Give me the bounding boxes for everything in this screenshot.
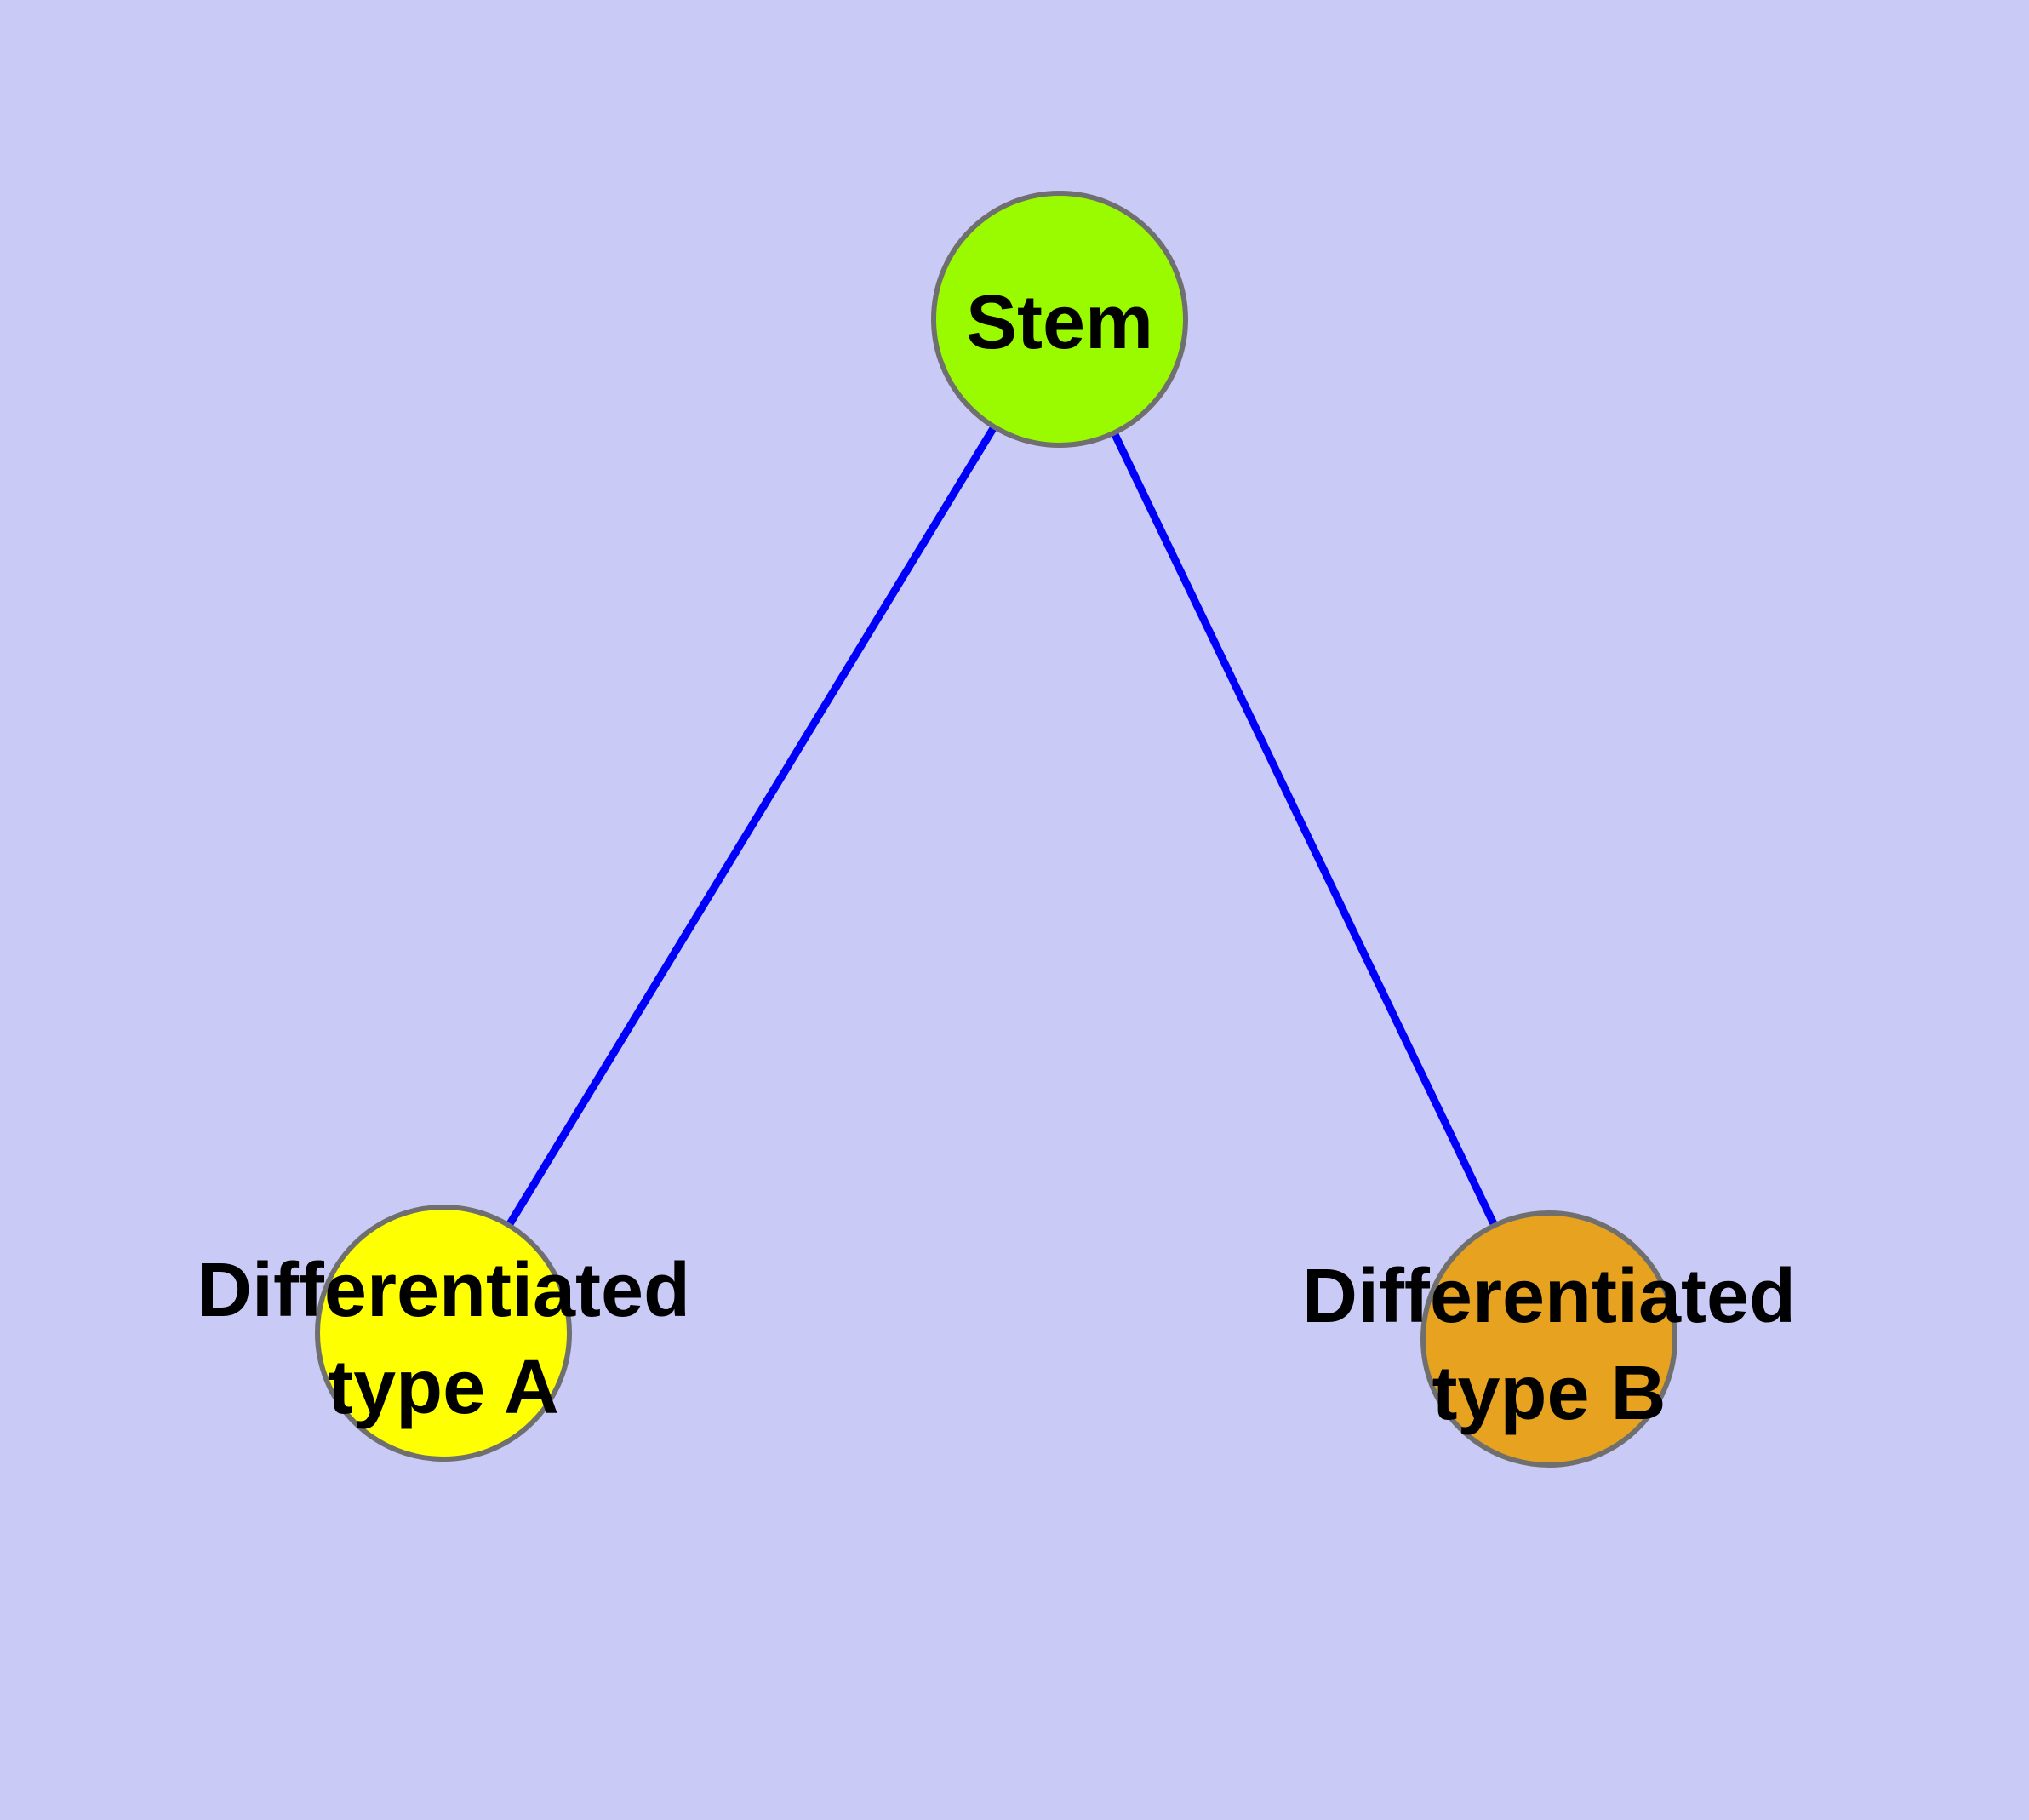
node-type-b-label-line2: type B <box>1432 1351 1666 1436</box>
node-stem-circle <box>931 191 1188 448</box>
edge-stem-to-type-b <box>1055 318 1553 1341</box>
node-type-b-label-line1: Differentiated <box>1302 1254 1796 1339</box>
edge-stem-to-type-a <box>440 317 1063 1336</box>
node-type-a-label-line2: type A <box>328 1345 559 1430</box>
node-type-a-circle <box>315 1205 572 1462</box>
node-stem-label: Stem <box>966 280 1153 365</box>
node-type-a-label-line1: Differentiated <box>197 1248 690 1333</box>
node-type-b-circle <box>1420 1210 1677 1468</box>
